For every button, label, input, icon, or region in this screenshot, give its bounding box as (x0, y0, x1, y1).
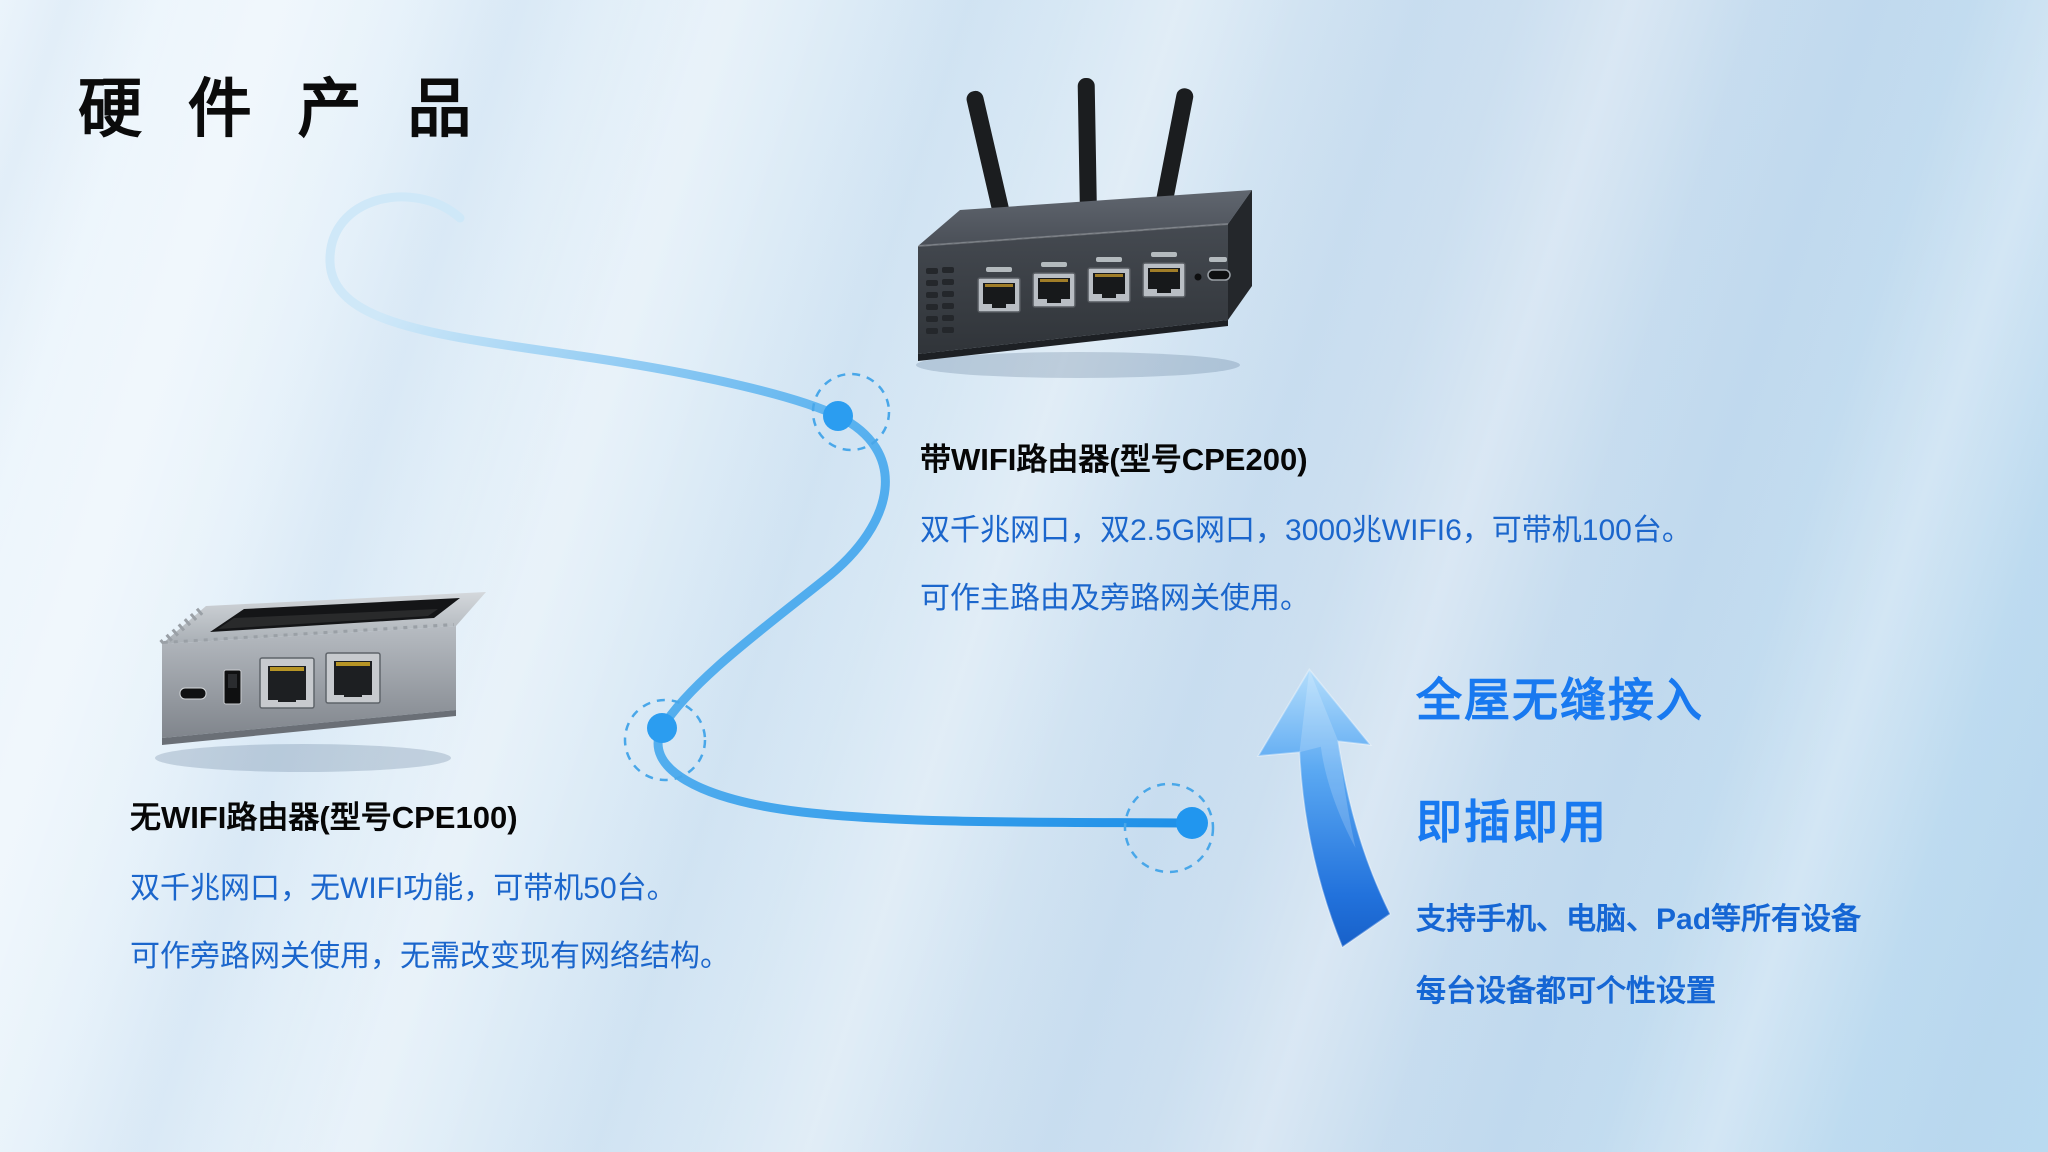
product-name-cpe200: 带WIFI路由器(型号CPE200) (920, 442, 1308, 477)
feature-headline-1: 全屋无缝接入 (1416, 674, 1704, 726)
product-info-cpe200: 带WIFI路由器(型号CPE200) 双千兆网口，双2.5G网口，3000兆WI… (920, 434, 1700, 641)
status-panel-gloss (218, 609, 438, 629)
up-arrow-icon (1256, 668, 1392, 949)
router-right-face (1228, 190, 1252, 320)
usb-c-port (1207, 257, 1231, 281)
page-title: 硬 件 产 品 (78, 73, 486, 145)
usb-a-port (223, 669, 242, 705)
ethernet-port (259, 657, 315, 709)
up-arrow-highlight (1299, 669, 1356, 848)
router-base-edge (162, 710, 456, 745)
ethernet-port (325, 652, 381, 704)
vent-grille (926, 267, 954, 334)
product-spec-line: 可作旁路网关使用，无需改变现有网络结构。 (130, 940, 730, 973)
up-arrow-shape (1256, 668, 1392, 949)
router-shadow (916, 352, 1240, 378)
ethernet-port (1032, 262, 1076, 308)
product-spec-line: 可作主路由及旁路网关使用。 (920, 582, 1310, 615)
router-base-edge (918, 320, 1228, 361)
product-spec-line: 双千兆网口，无WIFI功能，可带机50台。 (130, 872, 677, 905)
ethernet-ports (977, 252, 1186, 313)
reset-hole (1194, 273, 1202, 281)
ethernet-port (977, 267, 1021, 313)
router-top-face (918, 190, 1252, 246)
router-cpe100-image (148, 552, 493, 782)
ethernet-port (1087, 257, 1131, 303)
ethernet-port (1142, 252, 1186, 298)
router-cpe200-image (910, 74, 1260, 384)
feature-headline-2: 即插即用 (1416, 796, 1608, 848)
router-shadow (155, 744, 451, 772)
feature-line-1: 支持手机、电脑、Pad等所有设备 (1416, 903, 1862, 936)
status-panel (210, 598, 460, 632)
router-antennas (966, 78, 1194, 219)
top-rim-highlight (917, 223, 1229, 247)
feature-line-2: 每台设备都可个性设置 (1416, 975, 1716, 1008)
product-name-cpe100: 无WIFI路由器(型号CPE100) (130, 800, 518, 835)
usb-c-port (179, 687, 207, 700)
product-info-cpe100: 无WIFI路由器(型号CPE100) 双千兆网口，无WIFI功能，可带机50台。… (130, 792, 850, 999)
product-spec-line: 双千兆网口，双2.5G网口，3000兆WIFI6，可带机100台。 (920, 514, 1692, 547)
feature-block: 全屋无缝接入 即插即用 支持手机、电脑、Pad等所有设备 每台设备都可个性设置 (1416, 664, 2036, 1038)
heatsink-fins-left (159, 604, 207, 648)
